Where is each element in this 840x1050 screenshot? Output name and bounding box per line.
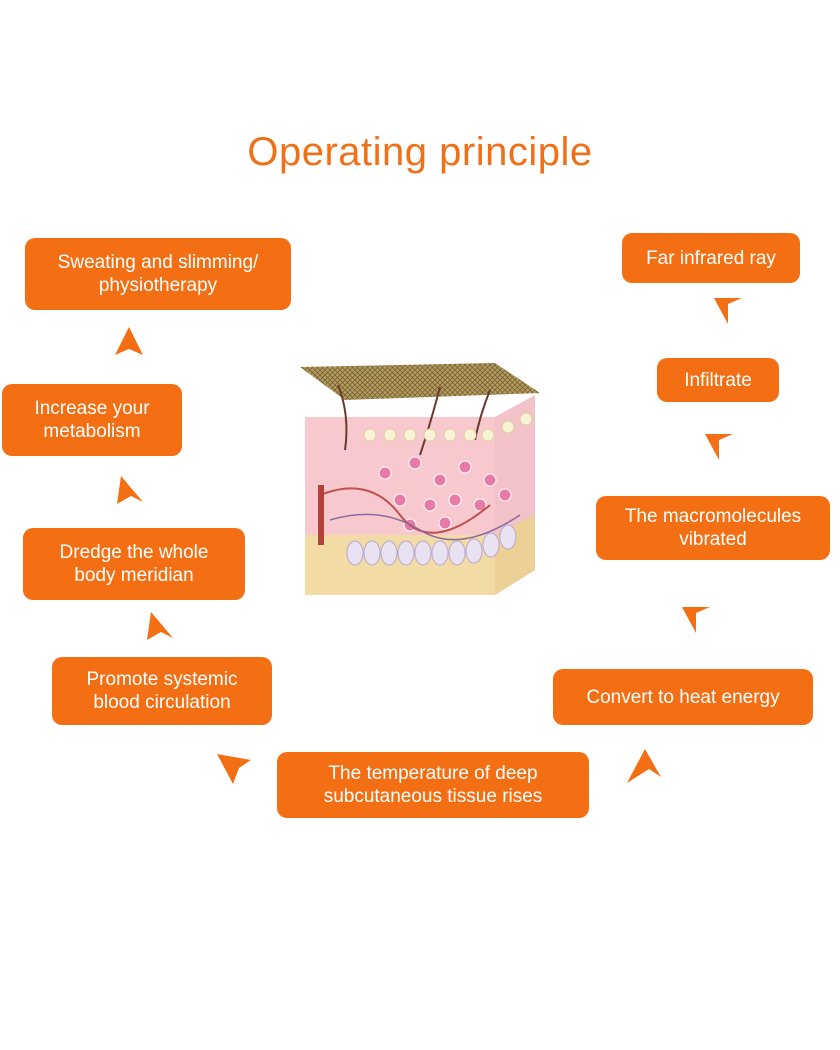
arrow-down-left-icon (627, 749, 661, 783)
step-metabolism: Increase your metabolism (2, 384, 182, 456)
skin-cross-section-illustration (300, 363, 540, 595)
step-blood-circulation: Promote systemic blood circulation (52, 657, 272, 725)
arrow-down-icon (682, 607, 710, 633)
arrow-up-icon (115, 327, 143, 355)
step-sweating-slimming: Sweating and slimming/ physiotherapy (25, 238, 291, 310)
step-infiltrate: Infiltrate (657, 358, 779, 402)
arrow-up-icon (117, 476, 143, 504)
arrow-down-icon (705, 434, 733, 460)
step-body-meridian: Dredge the whole body meridian (23, 528, 245, 600)
arrow-up-icon (147, 612, 173, 640)
step-macromolecules: The macromolecules vibrated (596, 496, 830, 560)
arrow-up-left-icon (217, 754, 251, 784)
step-heat-energy: Convert to heat energy (553, 669, 813, 725)
diagram-title: Operating principle (247, 130, 593, 174)
arrow-down-icon (714, 298, 742, 324)
step-far-infrared: Far infrared ray (622, 233, 800, 283)
step-temperature-rises: The temperature of deep subcutaneous tis… (277, 752, 589, 818)
